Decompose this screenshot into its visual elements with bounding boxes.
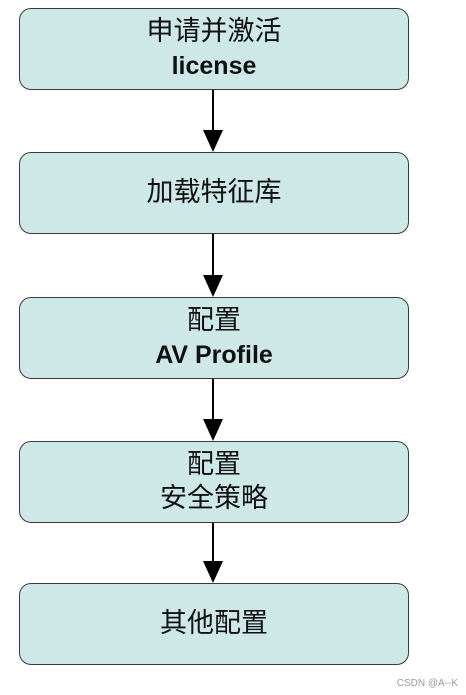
step-label-line2: 安全策略 [160, 483, 268, 514]
step-label-line1: 申请并激活 [146, 16, 282, 47]
step-label-line1: 配置 [187, 449, 241, 480]
step-label-line1: 配置 [187, 305, 241, 336]
flow-step-other-configuration: 其他配置 [19, 583, 409, 665]
arrow-2-to-3 [203, 234, 223, 297]
step-label-line1: 其他配置 [160, 608, 268, 639]
flow-step-configure-av-profile: 配置 AV Profile [19, 297, 409, 379]
flow-step-load-signature-db: 加载特征库 [19, 152, 409, 234]
step-label-line2: AV Profile [155, 341, 273, 369]
arrow-4-to-5 [203, 523, 223, 583]
step-label-line2: license [171, 52, 257, 80]
flow-step-activate-license: 申请并激活 license [19, 8, 409, 90]
arrow-3-to-4 [203, 379, 223, 441]
watermark: CSDN @A--K [396, 678, 458, 689]
step-label-line1: 加载特征库 [146, 177, 282, 208]
arrow-1-to-2 [203, 90, 223, 152]
flow-step-configure-security-policy: 配置 安全策略 [19, 441, 409, 523]
